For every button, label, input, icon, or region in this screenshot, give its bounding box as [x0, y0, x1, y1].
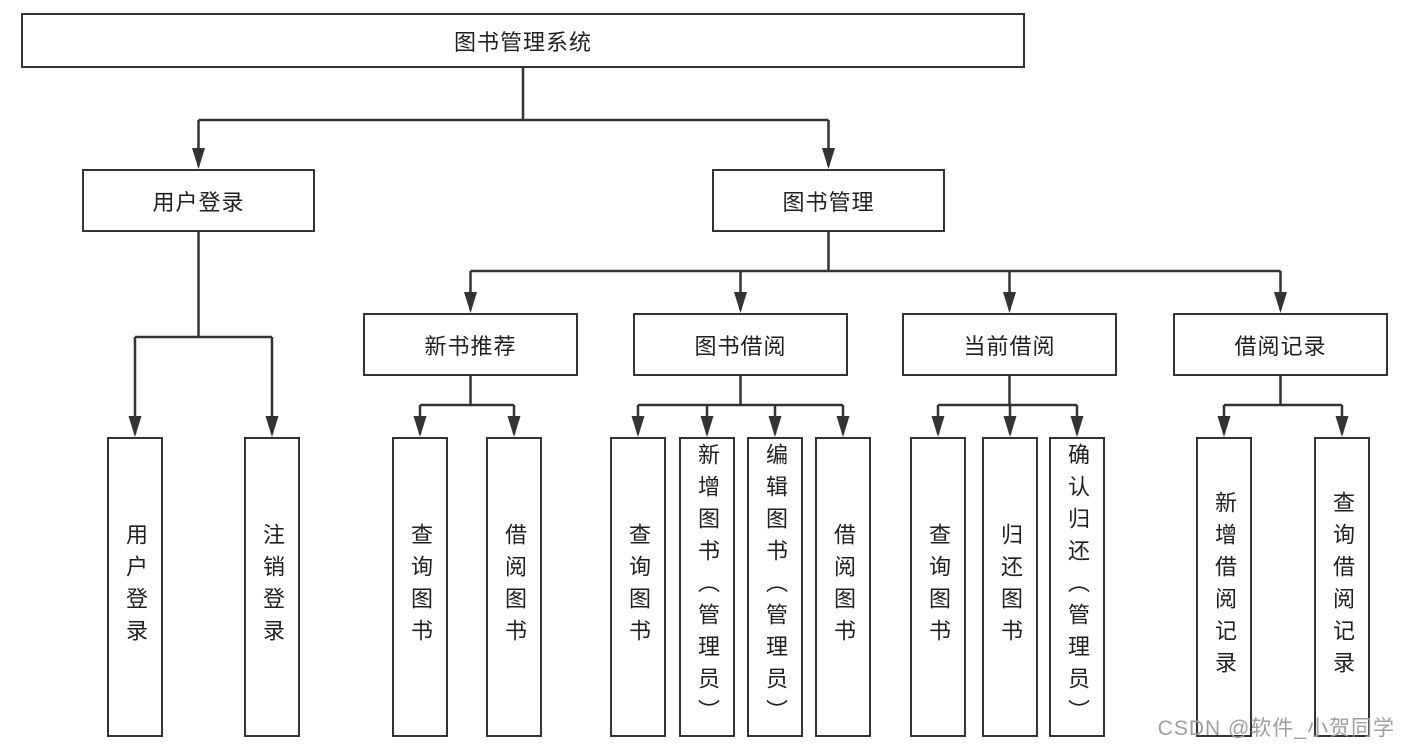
node-label: 用户登录 — [152, 189, 245, 215]
arrowhead — [700, 416, 714, 437]
arrowhead — [1003, 292, 1016, 313]
node-label: 归还图书 — [998, 523, 1023, 651]
node-root-system: 图书管理系统 — [21, 13, 1025, 68]
node-label: 用户登录 — [123, 523, 148, 651]
connector-new-books-group — [418, 376, 516, 434]
arrowhead — [822, 148, 835, 169]
node-label: 新书推荐 — [424, 333, 517, 359]
node-label: 新增图书（管理员） — [695, 443, 720, 731]
leaf-borrow-books-2: 借阅图书 — [815, 437, 871, 737]
leaf-query-books-3: 查询图书 — [910, 437, 966, 737]
node-label: 图书借阅 — [694, 333, 787, 359]
node-current-borrow: 当前借阅 — [902, 313, 1117, 376]
connector-book-mgmt-group — [469, 232, 1282, 310]
node-borrow-records: 借阅记录 — [1173, 313, 1388, 376]
arrowhead — [1217, 416, 1231, 437]
node-label: 确认归还（管理员） — [1065, 443, 1090, 731]
arrowhead — [1003, 416, 1017, 437]
connector-borrow-group — [636, 376, 845, 434]
arrowhead — [265, 416, 279, 437]
leaf-user-login: 用户登录 — [107, 437, 163, 737]
node-label: 查询借阅记录 — [1330, 491, 1355, 683]
leaf-add-borrow-record: 新增借阅记录 — [1196, 437, 1252, 737]
node-label: 查询图书 — [926, 523, 951, 651]
connector-records-group — [1222, 376, 1344, 434]
leaf-return-books: 归还图书 — [982, 437, 1038, 737]
connector-user-login-group — [133, 232, 274, 434]
node-label: 借阅图书 — [502, 523, 527, 651]
arrowhead — [1274, 292, 1287, 313]
arrowhead — [413, 416, 427, 437]
node-label: 注销登录 — [260, 523, 285, 651]
arrowhead — [1070, 416, 1084, 437]
node-book-borrow: 图书借阅 — [633, 313, 848, 376]
arrowhead — [192, 148, 205, 169]
node-user-login: 用户登录 — [82, 169, 315, 232]
leaf-logout: 注销登录 — [244, 437, 300, 737]
node-label: 借阅图书 — [831, 523, 856, 651]
arrowhead — [931, 416, 945, 437]
node-label: 查询图书 — [626, 523, 651, 651]
arrowhead — [734, 292, 747, 313]
arrowhead — [768, 416, 782, 437]
node-label: 查询图书 — [408, 523, 433, 651]
watermark-text: CSDN @软件_小贺同学 — [1157, 717, 1395, 740]
leaf-query-borrow-record: 查询借阅记录 — [1314, 437, 1370, 737]
arrowheads — [128, 148, 1349, 437]
arrowhead — [836, 416, 850, 437]
arrowhead — [128, 416, 142, 437]
leaf-query-books-2: 查询图书 — [610, 437, 666, 737]
node-label: 新增借阅记录 — [1212, 491, 1237, 683]
node-label: 编辑图书（管理员） — [763, 443, 788, 731]
node-label: 图书管理 — [782, 189, 875, 215]
node-label: 图书管理系统 — [453, 29, 592, 55]
node-new-book-recommend: 新书推荐 — [363, 313, 578, 376]
leaf-add-books-admin: 新增图书（管理员） — [679, 437, 735, 737]
arrowhead — [631, 416, 645, 437]
connector-root — [197, 68, 830, 166]
node-label: 借阅记录 — [1234, 333, 1327, 359]
leaf-borrow-books-1: 借阅图书 — [486, 437, 542, 737]
node-label: 当前借阅 — [963, 333, 1056, 359]
leaf-edit-books-admin: 编辑图书（管理员） — [747, 437, 803, 737]
node-book-management: 图书管理 — [712, 169, 945, 232]
arrowhead — [507, 416, 521, 437]
arrowhead — [464, 292, 477, 313]
leaf-query-books-1: 查询图书 — [392, 437, 448, 737]
arrowhead — [1335, 416, 1349, 437]
leaf-confirm-return-admin: 确认归还（管理员） — [1049, 437, 1105, 737]
